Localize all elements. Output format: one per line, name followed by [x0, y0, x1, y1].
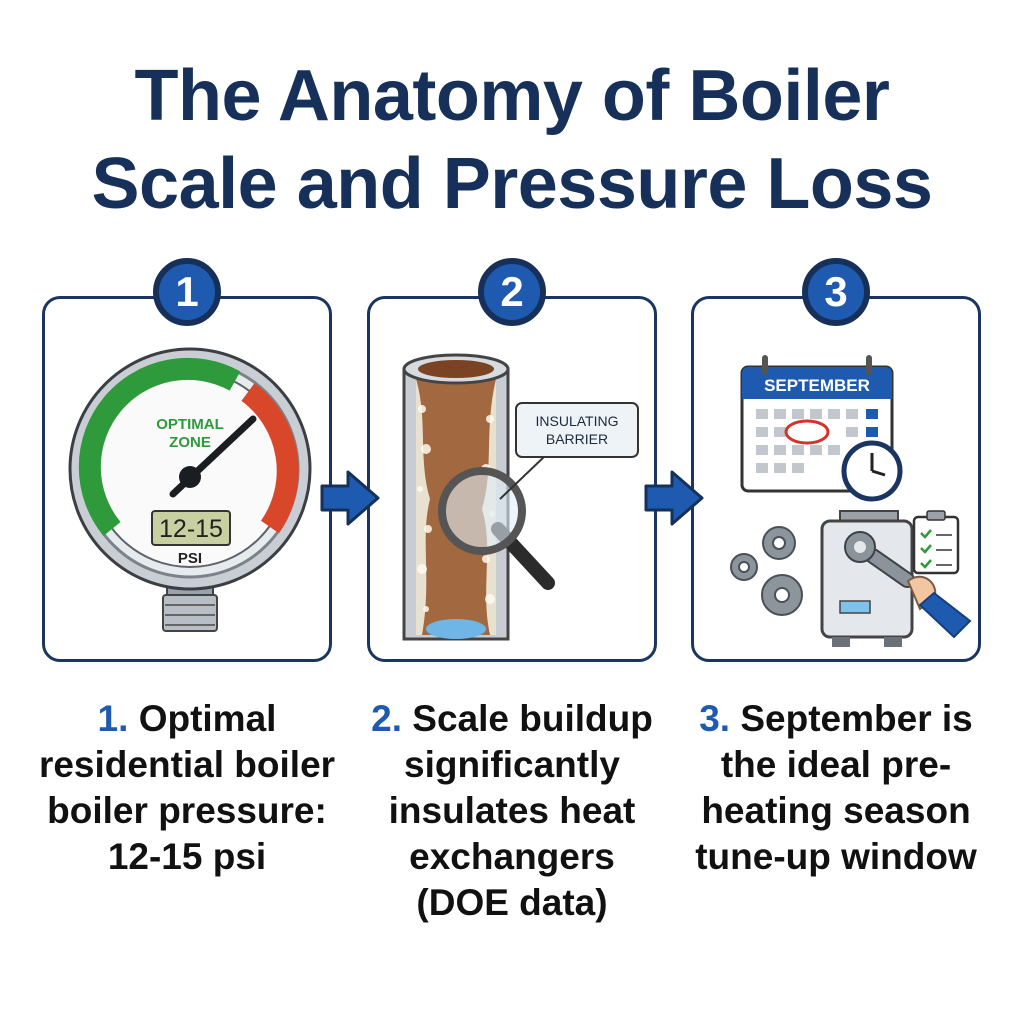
- gear-icon: [730, 526, 803, 616]
- step-2-caption: 2. Scale buildup significantly insulates…: [362, 696, 662, 926]
- callout-line-2: BARRIER: [546, 431, 608, 447]
- gauge-unit: PSI: [178, 550, 202, 567]
- callout-line-1: INSULATING: [536, 413, 619, 429]
- title-line-1: The Anatomy of Boiler: [134, 56, 890, 136]
- step-3-caption-text: September is the ideal pre-heating seaso…: [695, 698, 977, 877]
- gauge-display: 12-15: [159, 515, 223, 543]
- step-2-caption-number: 2.: [371, 698, 403, 739]
- step-3-badge: 3: [802, 258, 870, 326]
- pipe-icon: INSULATING BARRIER: [402, 353, 639, 641]
- clipboard-icon: [912, 510, 960, 575]
- step-1-caption-text: Optimal residential boiler boiler pressu…: [38, 698, 336, 877]
- step-1-panel: OPTIMAL ZONE 12-15 PSI: [42, 296, 332, 662]
- title-line-2: Scale and Pressure Loss: [91, 144, 933, 224]
- step-3-caption: 3. September is the ideal pre-heating se…: [686, 696, 986, 880]
- page-title: The Anatomy of Boiler Scale and Pressure…: [0, 52, 1024, 228]
- step-3-caption-number: 3.: [699, 698, 731, 739]
- step-3-panel: SEPTEMBER: [691, 296, 981, 662]
- arrow-right-icon: [644, 470, 704, 526]
- step-1-caption-number: 1.: [97, 698, 129, 739]
- clock-icon: [841, 440, 903, 502]
- gauge-zone-line-1: OPTIMAL: [156, 416, 224, 433]
- gauge-zone-line-2: ZONE: [169, 434, 211, 451]
- step-2-caption-text: Scale buildup significantly insulates he…: [388, 698, 653, 923]
- step-1-badge: 1: [153, 258, 221, 326]
- step-2-badge: 2: [478, 258, 546, 326]
- step-2-panel: INSULATING BARRIER: [367, 296, 657, 662]
- calendar-month: SEPTEMBER: [764, 376, 870, 395]
- step-1-caption: 1. Optimal residential boiler boiler pre…: [37, 696, 337, 880]
- wrench-icon: [844, 531, 972, 639]
- gauge-icon: OPTIMAL ZONE 12-15 PSI: [68, 347, 312, 632]
- magnifier-icon: [438, 467, 555, 590]
- arrow-right-icon: [320, 470, 380, 526]
